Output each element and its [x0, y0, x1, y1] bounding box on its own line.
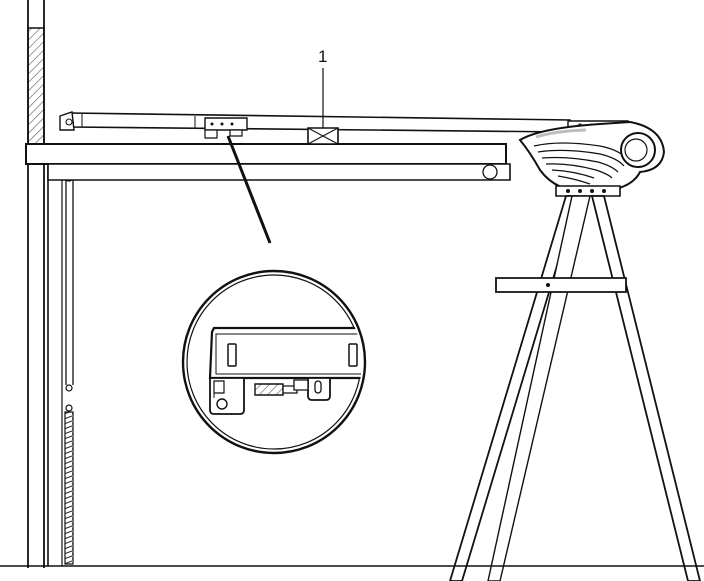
wall	[28, 0, 44, 568]
garage-door-opener-motor-icon	[520, 121, 664, 196]
callout-number-1: 1	[318, 47, 327, 66]
support-stand	[450, 196, 700, 581]
detail-leader-line	[228, 136, 270, 243]
magnified-carriage-detail-icon	[183, 271, 380, 453]
support-block	[308, 68, 338, 144]
door-arm-spring	[65, 173, 73, 564]
carriage	[205, 118, 247, 138]
ceiling-beam	[26, 144, 510, 180]
door-frame	[48, 166, 62, 566]
